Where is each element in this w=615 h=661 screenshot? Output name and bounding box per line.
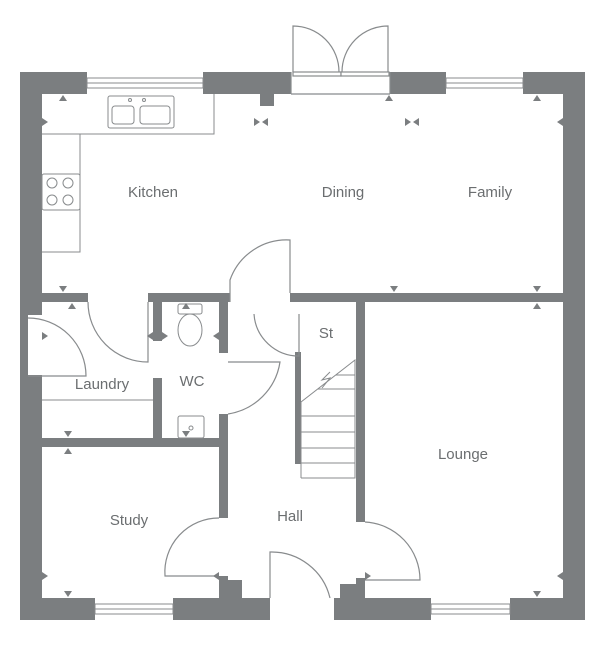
room-label-st: St	[319, 325, 334, 342]
room-label-laundry: Laundry	[75, 376, 130, 393]
sink-icon	[107, 95, 175, 129]
staircase	[300, 358, 356, 479]
room-label-study: Study	[110, 512, 149, 529]
french-doors	[290, 25, 391, 95]
doors	[27, 239, 421, 599]
windows	[86, 77, 524, 615]
room-label-kitchen: Kitchen	[128, 184, 178, 201]
basin-icon	[177, 415, 205, 439]
room-label-dining: Dining	[322, 184, 365, 201]
dimension-markers	[42, 95, 563, 597]
toilet-icon	[177, 303, 203, 347]
room-label-lounge: Lounge	[438, 446, 488, 463]
room-label-hall: Hall	[277, 508, 303, 525]
room-label-family: Family	[468, 184, 513, 201]
internal-walls	[20, 293, 585, 598]
outer-walls	[20, 72, 585, 620]
kitchen-units	[42, 94, 215, 253]
room-label-wc: WC	[180, 373, 205, 390]
hob-icon	[41, 173, 81, 211]
